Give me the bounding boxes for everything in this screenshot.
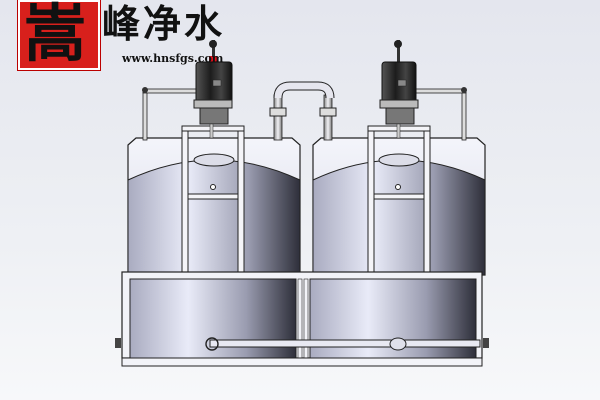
brand-text: 峰净水 — [102, 1, 226, 46]
agitator-motor-left — [193, 40, 233, 139]
website-url: www.hnsfgs.com — [122, 52, 224, 65]
company-logo: 嵩 峰净水 www.hnsfgs.com — [18, 0, 266, 70]
agitator-motor-right — [379, 40, 419, 139]
left-tank — [127, 87, 301, 277]
logo-seal: 嵩 — [18, 0, 100, 70]
connecting-pipe — [269, 81, 337, 141]
seal-character: 嵩 — [24, 0, 87, 70]
indicator-light — [209, 56, 217, 62]
base-frame — [115, 271, 489, 367]
